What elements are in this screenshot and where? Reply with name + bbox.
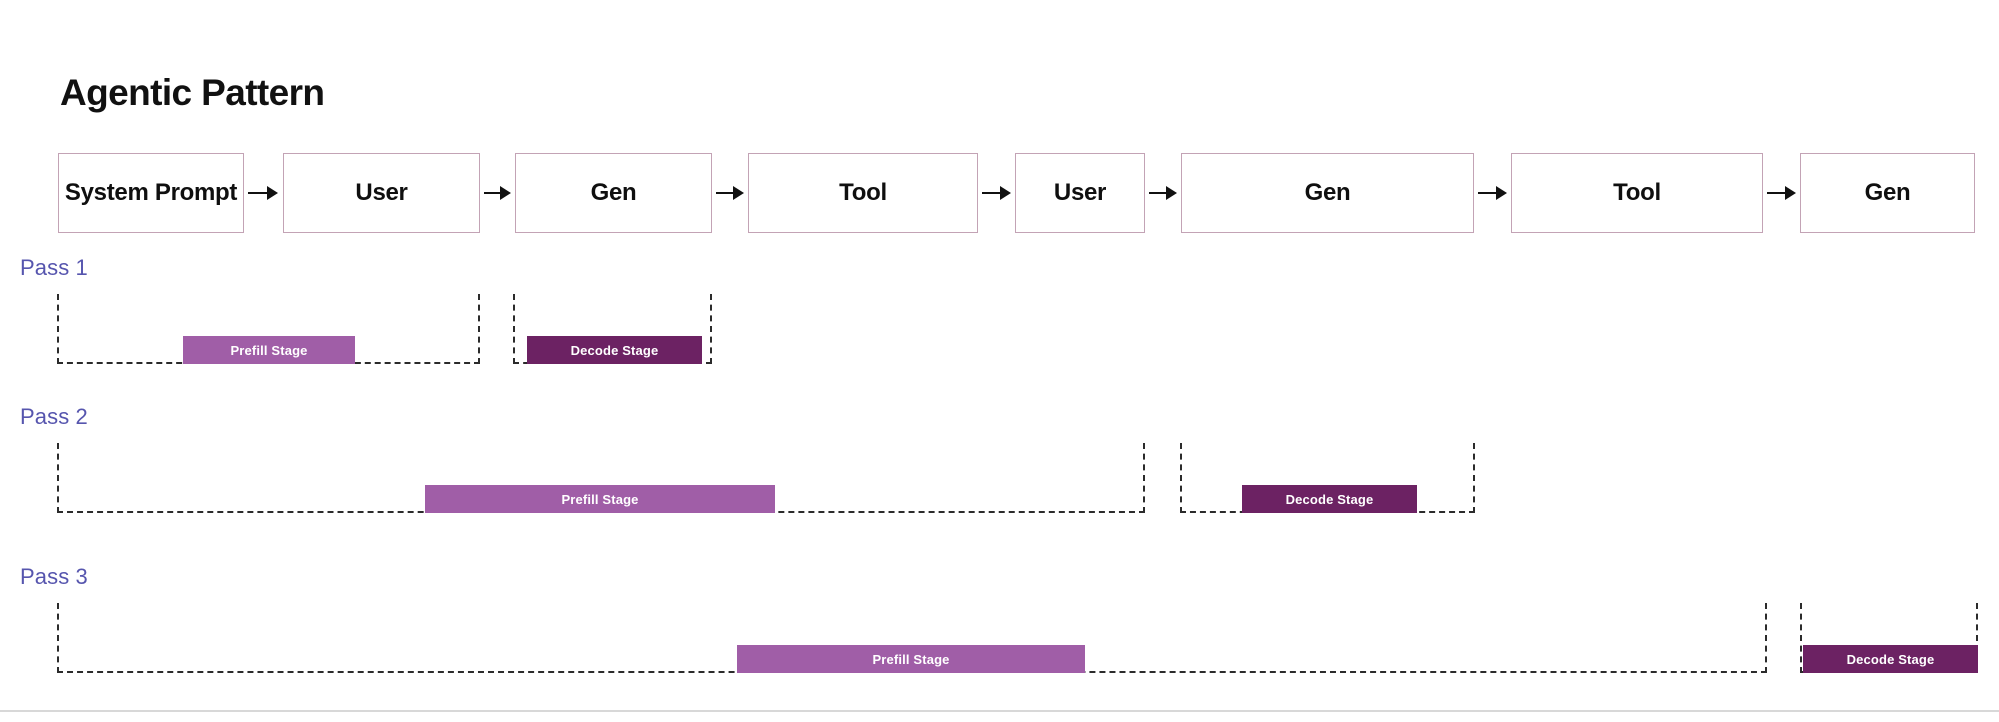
flow-box-gen-2[interactable]: Gen	[515, 153, 712, 233]
bracket-leg-right	[1473, 443, 1475, 513]
flow-box-system-prompt-0[interactable]: System Prompt	[58, 153, 244, 233]
arrow-shaft	[1149, 192, 1167, 195]
page-title: Agentic Pattern	[60, 72, 325, 113]
flow-box-user-1[interactable]: User	[283, 153, 480, 233]
arrow-head	[267, 186, 278, 200]
flow-arrow-icon-5	[1478, 186, 1507, 200]
arrow-shaft	[1478, 192, 1497, 195]
flow-box-label: Tool	[1613, 179, 1661, 206]
flow-box-label: User	[1053, 179, 1107, 206]
bracket-leg-right	[710, 294, 712, 364]
decode-stage-bar-pass-1[interactable]: Decode Stage	[527, 336, 702, 364]
pass-label-2: Pass 2	[20, 404, 88, 429]
arrow-head	[1785, 186, 1796, 200]
bracket-leg-left	[513, 294, 515, 364]
flow-box-label: User	[355, 179, 408, 206]
flow-box-tool-3[interactable]: Tool	[748, 153, 978, 233]
arrow-shaft	[982, 192, 1001, 195]
bracket-leg-right	[1976, 603, 1978, 673]
arrow-shaft	[716, 192, 734, 195]
bracket-leg-left	[57, 603, 59, 673]
flow-arrow-icon-3	[982, 186, 1011, 200]
bracket-leg-left	[57, 294, 59, 364]
flow-box-label: System Prompt	[64, 179, 238, 206]
flow-box-gen-5[interactable]: Gen	[1181, 153, 1474, 233]
flow-box-label: Gen	[1864, 179, 1911, 206]
flow-box-label: Tool	[839, 179, 887, 206]
flow-sequence-row: System Prompt User Gen Tool User Gen Tool Gen	[0, 153, 1999, 235]
flow-box-tool-6[interactable]: Tool	[1511, 153, 1763, 233]
arrow-head	[1000, 186, 1011, 200]
flow-arrow-icon-1	[484, 186, 511, 200]
flow-arrow-icon-4	[1149, 186, 1177, 200]
bracket-leg-left	[1180, 443, 1182, 513]
prefill-stage-bar-pass-3[interactable]: Prefill Stage	[737, 645, 1085, 673]
arrow-head	[733, 186, 744, 200]
pass-label-3: Pass 3	[20, 564, 88, 589]
prefill-stage-bar-pass-2[interactable]: Prefill Stage	[425, 485, 775, 513]
bracket-leg-left	[57, 443, 59, 513]
flow-box-label: Gen	[590, 179, 637, 206]
arrow-shaft	[248, 192, 268, 195]
flow-box-gen-7[interactable]: Gen	[1800, 153, 1975, 233]
bottom-divider	[0, 710, 1999, 712]
arrow-shaft	[1767, 192, 1786, 195]
bracket-leg-right	[1765, 603, 1767, 673]
flow-box-user-4[interactable]: User	[1015, 153, 1145, 233]
flow-box-label: Gen	[1304, 179, 1351, 206]
pass-label-1: Pass 1	[20, 255, 88, 280]
bracket-leg-right	[1143, 443, 1145, 513]
bracket-leg-right	[478, 294, 480, 364]
prefill-stage-bar-pass-1[interactable]: Prefill Stage	[183, 336, 355, 364]
arrow-head	[1496, 186, 1507, 200]
flow-arrow-icon-6	[1767, 186, 1796, 200]
flow-arrow-icon-0	[248, 186, 278, 200]
flow-arrow-icon-2	[716, 186, 744, 200]
bracket-leg-left	[1800, 603, 1802, 673]
arrow-shaft	[484, 192, 501, 195]
decode-stage-bar-pass-2[interactable]: Decode Stage	[1242, 485, 1417, 513]
decode-stage-bar-pass-3[interactable]: Decode Stage	[1803, 645, 1978, 673]
arrow-head	[500, 186, 511, 200]
arrow-head	[1166, 186, 1177, 200]
